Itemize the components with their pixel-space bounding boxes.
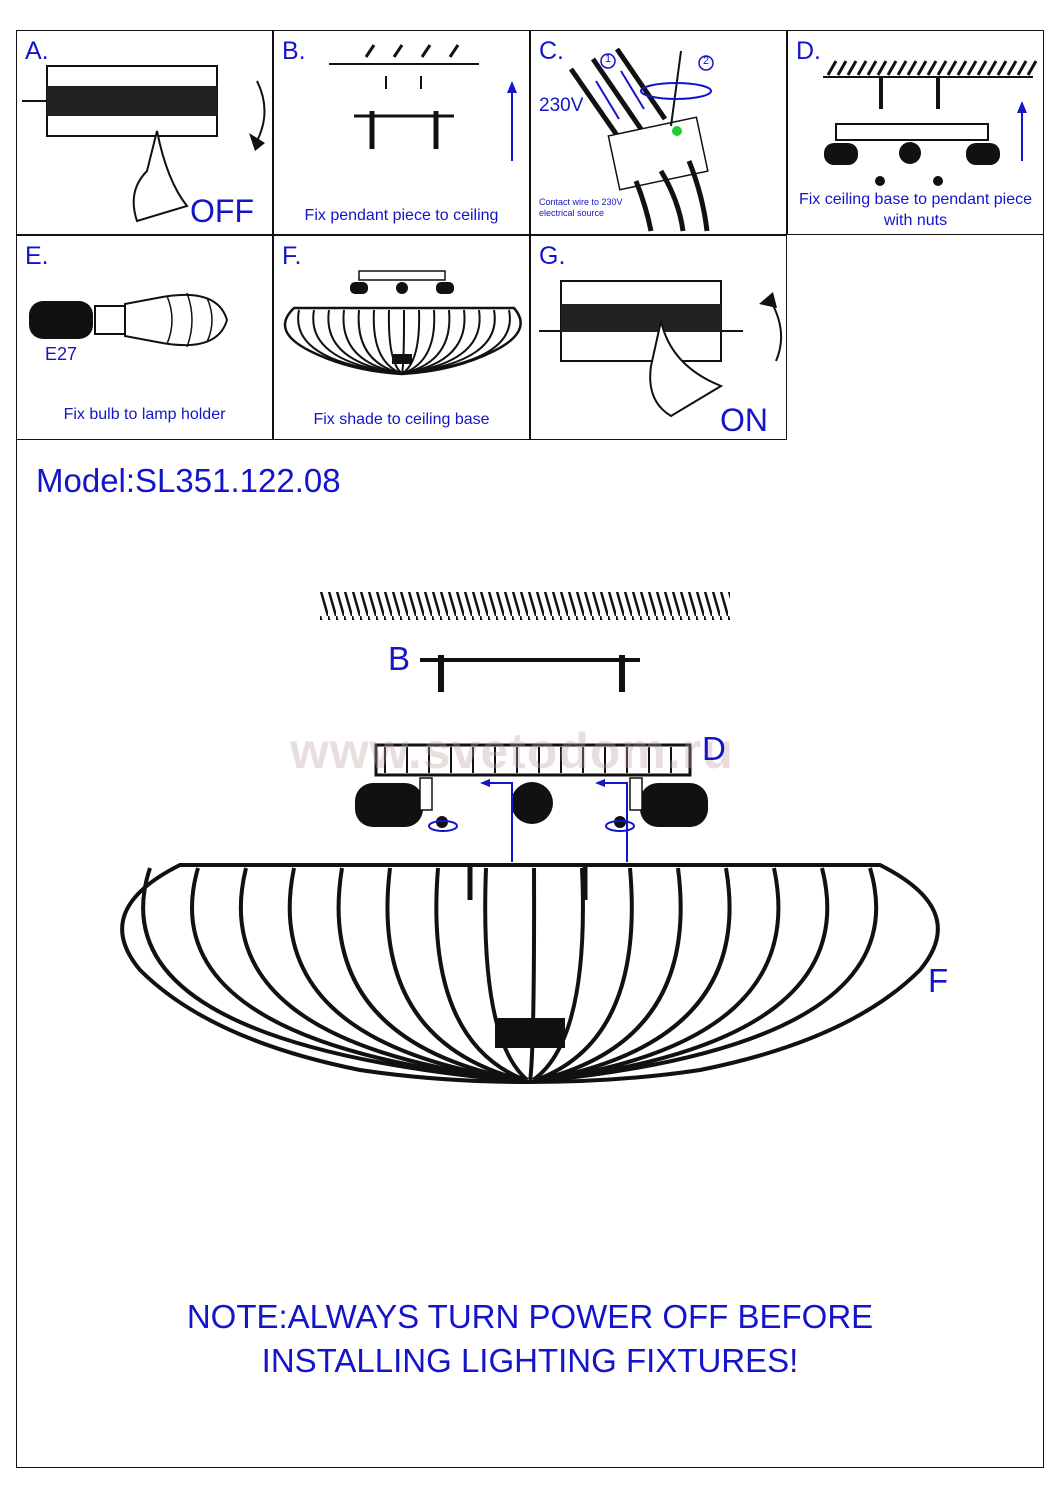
shade-illustration <box>283 270 522 376</box>
off-label: OFF <box>190 193 254 229</box>
shade-rib <box>402 309 421 374</box>
note-line-2: INSTALLING LIGHTING FIXTURES! <box>261 1342 799 1379</box>
breaker-on-illustration <box>539 280 783 418</box>
step-label: C. <box>539 37 564 65</box>
breaker-off-illustration <box>22 65 266 223</box>
shade-rib <box>357 309 401 374</box>
model-number: Model:SL351.122.08 <box>36 462 341 499</box>
ceiling-hatch <box>896 60 908 76</box>
ceiling-hatch <box>1026 60 1038 76</box>
watermark: www.svetodom.ru <box>290 723 734 779</box>
safety-note: NOTE:ALWAYS TURN POWER OFF BEFORE INSTAL… <box>0 1295 1060 1383</box>
on-label: ON <box>720 402 768 438</box>
step-caption: Fix pendant piece to ceiling <box>304 207 499 224</box>
ceiling-hatch <box>826 60 838 76</box>
ceiling-hatch <box>1016 60 1028 76</box>
wire-connection-illustration <box>568 47 714 232</box>
ceiling-hatch <box>966 60 978 76</box>
diagram-label-d: D <box>702 730 726 767</box>
step-c-panel: C. 1 2 230V Contact wire to 230V electri… <box>530 30 787 235</box>
ceiling-base-illustration <box>823 60 1038 186</box>
shade-rib <box>342 309 400 374</box>
ceiling-hatch <box>906 60 918 76</box>
ceiling-hatch <box>846 60 858 76</box>
ceiling-hatch <box>996 60 1008 76</box>
step-caption: Fix bulb to lamp holder <box>63 406 226 423</box>
ceiling-hatch <box>866 60 878 76</box>
step-label: F. <box>282 242 302 270</box>
ceiling-hatch <box>946 60 958 76</box>
step-label: E. <box>25 242 49 270</box>
step-d-panel: D. Fix ceiling base to pendant piece wit… <box>787 30 1044 235</box>
step-caption: Fix ceiling base to pendant piece with n… <box>798 191 1033 229</box>
step-number-1: 1 <box>605 53 612 65</box>
step-caption: Fix shade to ceiling base <box>313 411 490 428</box>
step-f-panel: F. Fix shade to ceiling base <box>273 235 530 440</box>
note-line-1: NOTE:ALWAYS TURN POWER OFF BEFORE <box>186 1298 874 1335</box>
shade-rib <box>327 309 399 374</box>
voltage-label: 230V <box>539 95 584 116</box>
step-label: A. <box>25 37 49 65</box>
ceiling-hatch <box>936 60 948 76</box>
ceiling-hatch <box>926 60 938 76</box>
step-label: B. <box>282 37 306 65</box>
step-label: G. <box>539 242 566 270</box>
shade-rib <box>403 309 436 374</box>
step-e-panel: E. E27 Fix bulb to lamp holder <box>16 235 273 440</box>
socket-label: E27 <box>45 344 78 364</box>
step-caption: Contact wire to 230V electrical source <box>539 197 623 218</box>
ceiling-hatch <box>886 60 898 76</box>
shade-rib <box>387 309 403 374</box>
step-label: D. <box>796 37 821 65</box>
ceiling-hatch <box>986 60 998 76</box>
pendant-piece-illustration <box>329 44 517 161</box>
diagram-label-b: B <box>388 640 411 677</box>
shade-rib <box>372 309 401 374</box>
ceiling-hatch <box>836 60 848 76</box>
shade-rib <box>401 309 406 374</box>
step-g-panel: G. ON <box>530 235 787 440</box>
ceiling-hatch <box>856 60 868 76</box>
ceiling-hatch <box>916 60 928 76</box>
shade-rib <box>312 309 398 374</box>
ceiling-hatch <box>876 60 888 76</box>
bulb-illustration <box>29 292 229 348</box>
shade-rib <box>407 309 511 374</box>
step-a-panel: A. OFF <box>16 30 273 235</box>
step-b-panel: B. Fix pendant piece to ceiling <box>273 30 530 235</box>
ceiling-hatch <box>956 60 968 76</box>
step-number-2: 2 <box>703 55 710 67</box>
ceiling-hatch <box>1006 60 1018 76</box>
ceiling-hatch <box>976 60 988 76</box>
diagram-label-f: F <box>928 962 949 999</box>
